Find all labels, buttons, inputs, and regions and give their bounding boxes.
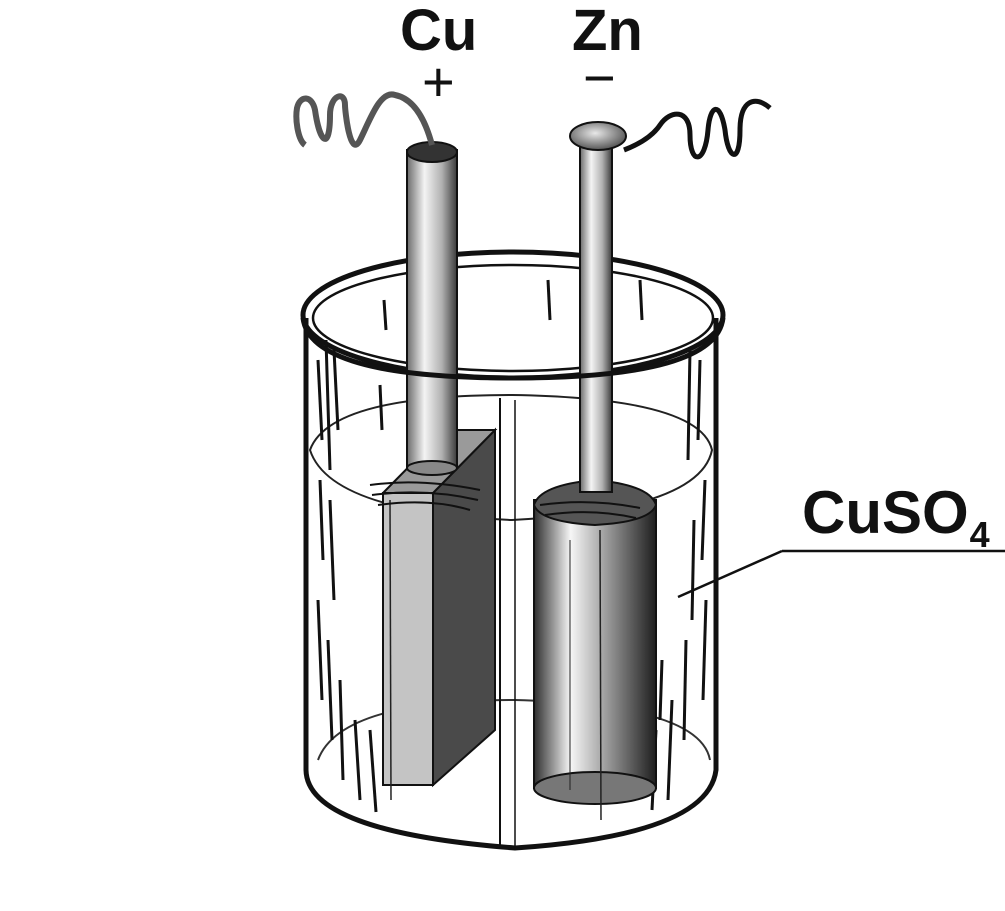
zinc-polarity-sign: − [583,46,616,109]
meniscus-marks [369,481,641,519]
zinc-rod-cap [569,121,627,151]
copper-polarity-sign: + [422,50,455,113]
copper-electrode [293,91,498,801]
zinc-label: Zn [572,0,643,63]
zinc-rod [579,139,613,493]
copper-label: Cu [400,0,478,63]
zinc-wire [623,98,772,160]
electrolyte-label-subscript: 4 [969,514,990,555]
beaker [300,249,726,851]
zinc-cylinder [533,499,657,789]
beaker-rim-inner [311,263,715,373]
zinc-electrode [532,98,772,821]
copper-rod-bottom [406,460,458,476]
zinc-cylinder-bottom [533,771,657,805]
electrolyte-label: CuSO4 [802,483,990,553]
electrolyte-label-main: CuSO [802,479,969,546]
beaker-rim-outer [300,249,726,381]
beaker-shading-left [316,299,388,813]
copper-wire [293,91,435,148]
copper-rod [406,149,458,469]
electrolyte-leader [677,549,1005,599]
beaker-front-rim [300,317,726,381]
